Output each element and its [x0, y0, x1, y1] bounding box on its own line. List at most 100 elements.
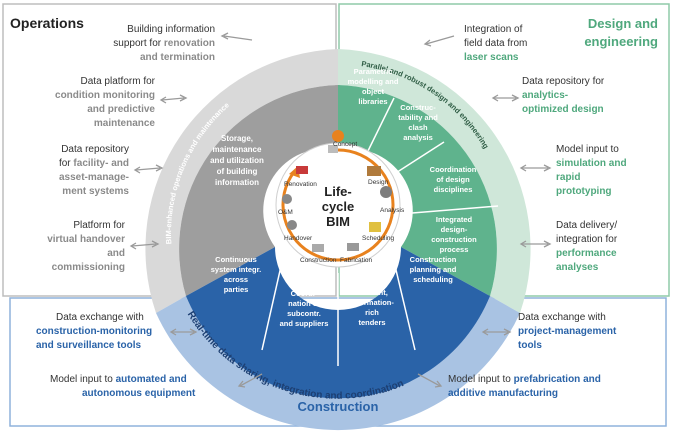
- svg-text:Storage,: Storage,: [221, 134, 253, 143]
- stage-label-concept: Concept: [333, 141, 357, 148]
- arrowhead-bottom-right-2-icon: [434, 380, 443, 388]
- right-2-line-3: optimized design: [522, 104, 604, 115]
- design-seg-1-line-2: modelling and: [348, 77, 399, 86]
- bottom-right-1-line-1: Data exchange with: [518, 312, 606, 323]
- arrow-bottom-right-2-icon: [417, 373, 441, 387]
- stage-icons: [282, 145, 392, 252]
- right-4-line-2: integration for: [556, 234, 618, 245]
- constr-seg-3-line-2: nation of: [288, 299, 320, 308]
- design-seg-3-line-2: of design: [436, 175, 470, 184]
- bottom-left-2-line-1: Model input to automated and: [50, 374, 187, 385]
- connector-arrows: [129, 32, 552, 388]
- left-4-line-4: commissioning: [52, 262, 125, 273]
- left-1-line-2: support for renovation: [113, 38, 215, 49]
- svg-text:information: information: [215, 178, 259, 187]
- arrowhead-right-2-icon: [491, 94, 520, 102]
- bottom-right-1-line-2: project-management: [518, 326, 617, 337]
- left-1-line-3: and termination: [140, 52, 215, 63]
- constr-seg-3-line-1: Coordi-: [291, 289, 318, 298]
- arrowhead-right-3-icon: [519, 164, 552, 172]
- operations-outer-ring: [145, 49, 338, 313]
- constr-seg-4-line-3: across: [224, 275, 248, 284]
- right-1-line-2: field data from: [464, 38, 527, 49]
- design-seg-2-line-2: tability and: [398, 113, 438, 122]
- design-seg-2-line-3: clash: [408, 123, 428, 132]
- stage-label-renovation: Renovation: [284, 181, 317, 188]
- svg-text:of building: of building: [217, 167, 258, 176]
- construction-title: Construction: [298, 399, 379, 414]
- concept-icon: [328, 145, 338, 153]
- constr-seg-2-line-3: rich: [365, 308, 379, 317]
- construction-outer-ring: [156, 296, 520, 431]
- right-1-line-1: Integration of: [464, 24, 523, 35]
- design-title-line-1: Design and: [588, 16, 658, 31]
- constr-seg-3-line-4: and suppliers: [280, 319, 329, 328]
- operations-title: Operations: [10, 15, 84, 31]
- right-3-line-1: Model input to: [556, 144, 619, 155]
- center-title-2: cycle: [322, 199, 355, 214]
- design-seg-4-line-3: construction: [431, 235, 477, 244]
- stage-label-handover: Handover: [284, 235, 313, 242]
- right-4-line-3: performance: [556, 248, 617, 259]
- constr-seg-4-line-2: system integr.: [211, 265, 261, 274]
- bottom-left-2-line-2: autonomous equipment: [82, 388, 196, 399]
- left-3-line-4: ment systems: [62, 186, 129, 197]
- fabrication-icon: [347, 243, 359, 251]
- design-seg-3-line-3: disciplines: [434, 185, 473, 194]
- constr-seg-1-line-3: scheduling: [413, 275, 453, 284]
- operations-sector: [179, 85, 338, 296]
- design-seg-1-line-1: Parametric: [354, 67, 393, 76]
- arrowhead-bottom-left-1-icon: [169, 328, 198, 336]
- handover-icon: [287, 220, 297, 230]
- arrow-left-1-icon: [223, 35, 253, 41]
- renovation-icon: [296, 166, 308, 174]
- arrow-left-2-icon: [161, 97, 185, 101]
- bottom-left-1-line-1: Data exchange with: [56, 312, 144, 323]
- right-4-line-4: analyses: [556, 262, 599, 273]
- bottom-right-1-line-3: tools: [518, 340, 542, 351]
- stage-label-scheduling: Scheduling: [362, 235, 395, 242]
- left-3-line-3: asset-manage-: [59, 172, 129, 183]
- design-icon: [367, 166, 381, 176]
- arrowhead-left-3-icon: [133, 164, 164, 174]
- bottom-left-1-line-2: construction-monitoring: [36, 326, 152, 337]
- stage-label-construction: Construction: [300, 257, 337, 264]
- right-3-line-2: simulation and: [556, 158, 627, 169]
- svg-text:maintenance: maintenance: [213, 145, 262, 154]
- design-seg-1-line-4: libraries: [358, 97, 387, 106]
- stage-label-design: Design: [368, 179, 389, 186]
- arrow-left-4-icon: [131, 243, 157, 247]
- arrowhead-right-4-icon: [519, 240, 552, 248]
- left-3-line-2: for facility- and: [59, 158, 129, 169]
- arrowhead-bottom-left-2-icon: [237, 380, 246, 388]
- design-seg-4-line-1: Integrated: [436, 215, 473, 224]
- constr-seg-2-line-4: tenders: [358, 318, 385, 327]
- constr-seg-4-line-4: parties: [224, 285, 249, 294]
- right-2-line-1: Data repository for: [522, 76, 605, 87]
- constr-seg-2-line-2: information-: [350, 298, 394, 307]
- design-sector: [338, 85, 497, 296]
- right-1-line-3: laser scans: [464, 52, 519, 63]
- constr-seg-1-line-2: planning and: [410, 265, 457, 274]
- center-title-1: Life-: [324, 184, 351, 199]
- ops-center-text: Storage, maintenance and utilization of …: [210, 134, 264, 187]
- left-2-line-2: condition monitoring: [55, 90, 155, 101]
- stage-label-analysis: Analysis: [380, 207, 405, 214]
- left-3-line-1: Data repository: [61, 144, 129, 155]
- right-4-line-1: Data delivery/: [556, 220, 617, 231]
- design-seg-4-line-2: design-: [441, 225, 468, 234]
- bottom-left-1-line-3: and surveillance tools: [36, 340, 141, 351]
- bottom-right-2-line-1: Model input to prefabrication and: [448, 374, 601, 385]
- design-seg-2-line-1: Construc-: [400, 103, 436, 112]
- stage-label-om: O&M: [278, 209, 293, 216]
- arrowhead-right-1-icon: [423, 39, 432, 47]
- design-outer-ring: [338, 49, 531, 313]
- constr-seg-4-line-1: Continuous: [215, 255, 257, 264]
- constr-seg-2-line-1: Efficient,: [356, 288, 388, 297]
- analysis-icon: [380, 186, 392, 198]
- construction-stage-icon: [312, 244, 324, 252]
- svg-text:and utilization: and utilization: [210, 156, 264, 165]
- right-3-line-3: rapid: [556, 172, 580, 183]
- constr-seg-1-line-1: Construction: [410, 255, 457, 264]
